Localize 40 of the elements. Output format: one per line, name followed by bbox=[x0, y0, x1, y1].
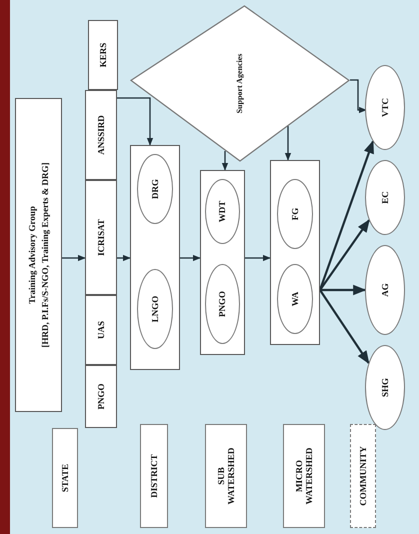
ellipse-node: VTC bbox=[365, 65, 405, 150]
arrow bbox=[222, 151, 228, 171]
arrow bbox=[117, 97, 154, 146]
process-box: UAS bbox=[85, 295, 117, 365]
arrow bbox=[320, 284, 366, 296]
level-box: SUB WATERSHED bbox=[205, 424, 247, 528]
arrow bbox=[180, 254, 201, 262]
title-box bbox=[15, 98, 62, 412]
arrow bbox=[319, 219, 370, 291]
arrow bbox=[245, 254, 271, 262]
ellipse-node: WA bbox=[277, 264, 313, 334]
process-box: KERS bbox=[88, 20, 118, 90]
process-box: PNGO bbox=[85, 365, 117, 428]
level-box: STATE bbox=[52, 428, 78, 528]
ellipse-node: PNGO bbox=[205, 264, 240, 344]
ellipse-node: DRG bbox=[137, 154, 173, 224]
level-box: MICRO WATERSHED bbox=[283, 424, 325, 528]
ellipse-node: FG bbox=[277, 179, 313, 249]
decision-diamond bbox=[130, 5, 350, 162]
group-box bbox=[130, 145, 180, 370]
group-box bbox=[270, 160, 320, 345]
arrow bbox=[117, 254, 131, 262]
ellipse-node: AG bbox=[365, 245, 405, 335]
group-box bbox=[200, 170, 245, 355]
process-box: ANSSIRD bbox=[85, 90, 117, 180]
ellipse-node: LNGO bbox=[137, 269, 173, 349]
diamond-label: Support Agencies bbox=[235, 54, 245, 114]
box-heading: Training Advisory Group bbox=[27, 206, 38, 304]
process-box: ICRISAT bbox=[85, 180, 117, 295]
arrow bbox=[319, 289, 370, 364]
arrow bbox=[284, 126, 292, 161]
box-text: [HRD, P.I.Fs/S-NGO, Training Experts & DRG] bbox=[40, 162, 50, 348]
arrow bbox=[318, 140, 374, 290]
arrow bbox=[350, 79, 367, 114]
level-box: DISTRICT bbox=[140, 424, 168, 528]
ellipse-node: SHG bbox=[365, 345, 405, 430]
ellipse-node: WDT bbox=[205, 179, 240, 244]
level-box: COMMUNITY bbox=[350, 424, 376, 528]
arrow bbox=[62, 254, 86, 262]
ellipse-node: EC bbox=[365, 160, 405, 235]
